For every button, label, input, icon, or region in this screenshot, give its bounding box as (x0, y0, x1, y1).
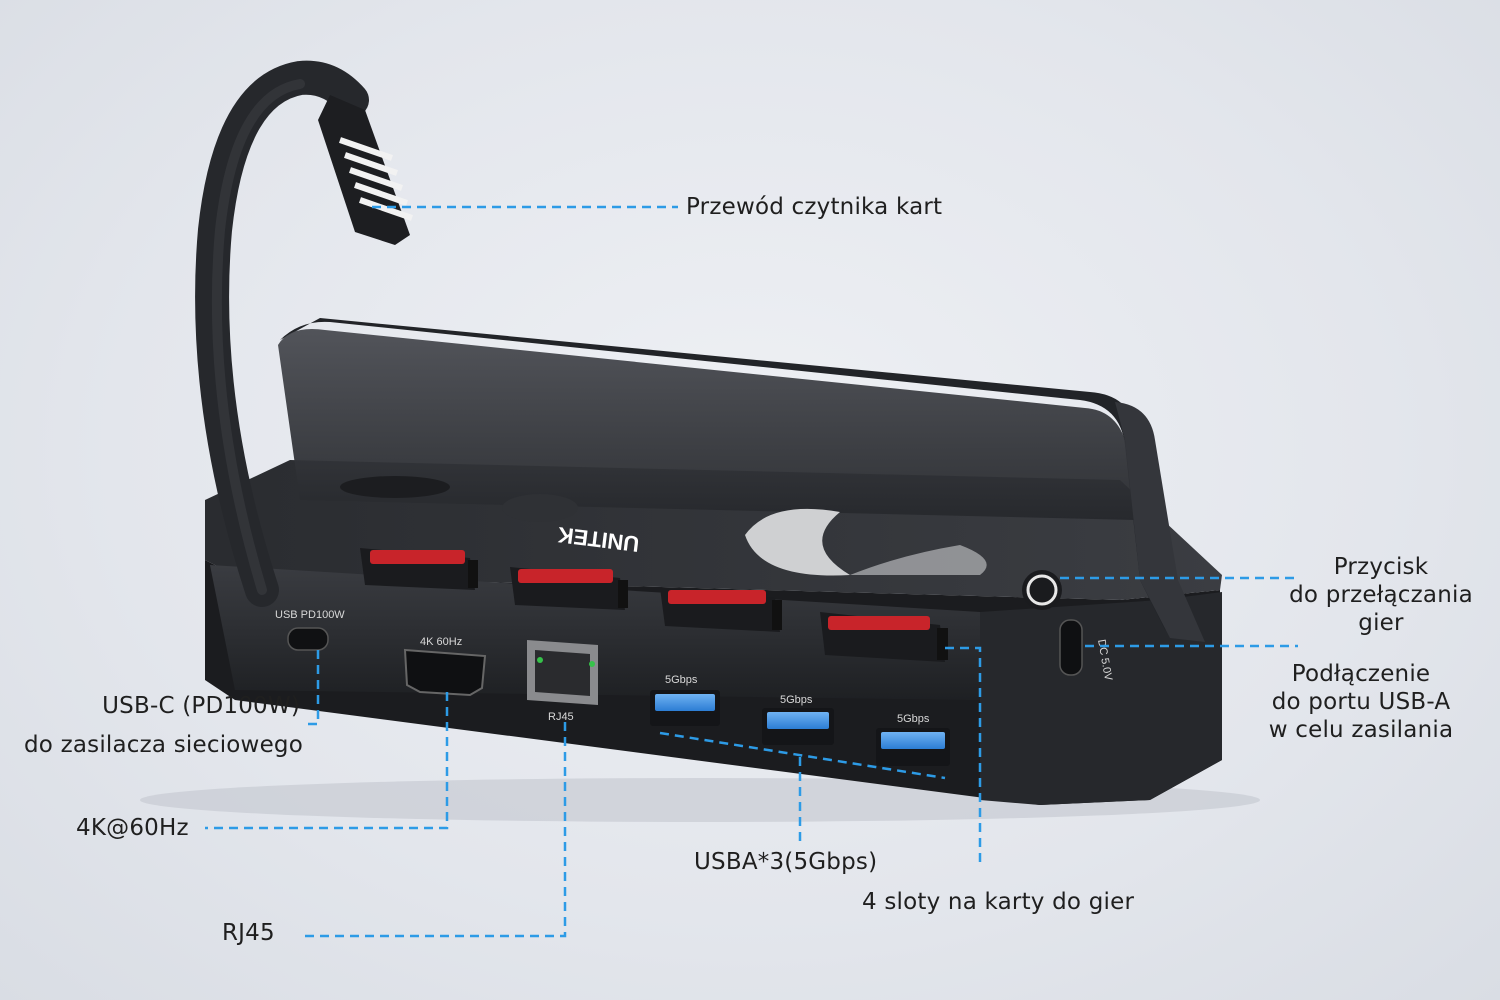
card-slot (510, 567, 628, 610)
callout-line: do przełączania (1289, 582, 1473, 608)
hdmi-port-label: 4K 60Hz (420, 636, 462, 648)
callout-line: Podłączenie (1291, 661, 1431, 687)
callout-switch-button: Przycisk do przełączania gier (1266, 553, 1496, 637)
callout-game-slots: 4 sloty na karty do gier (862, 889, 1135, 915)
usb-a-port-label: 5Gbps (665, 674, 698, 686)
rj45-port-label: RJ45 (548, 711, 574, 723)
callout-rj45: RJ45 (222, 920, 275, 946)
usb-a-port-label: 5Gbps (780, 694, 813, 706)
callout-line: w celu zasilania (1268, 717, 1454, 743)
dc-usb-c-port (1059, 619, 1083, 676)
callout-hdmi: 4K@60Hz (76, 815, 189, 841)
usb-c-port (287, 627, 329, 651)
callout-line: do portu USB-A (1271, 689, 1451, 715)
callout-card-reader-cable: Przewód czytnika kart (686, 194, 943, 220)
game-card-slots (360, 548, 948, 662)
front-ports: USB PD100W 4K 60Hz RJ45 5Gbps 5Gbps 5Gbp… (275, 609, 950, 766)
usb-c-port-label: USB PD100W (275, 609, 345, 621)
card-slot (360, 548, 478, 590)
callout-usb-c: USB-C (PD100W) (102, 693, 300, 719)
card-slot (660, 588, 782, 632)
hdmi-port (403, 648, 487, 697)
usb-a-port-label: 5Gbps (897, 713, 930, 725)
callout-usb-c-sub: do zasilacza sieciowego (24, 732, 303, 758)
callout-line: Przycisk (1333, 554, 1429, 580)
callout-usba3: USBA*3(5Gbps) (694, 849, 878, 875)
leader-lines (205, 205, 1298, 938)
card-slot (820, 612, 948, 662)
callout-line: gier (1358, 610, 1404, 636)
callout-usb-a-power: Podłączenie do portu USB-A w celu zasila… (1250, 660, 1472, 744)
